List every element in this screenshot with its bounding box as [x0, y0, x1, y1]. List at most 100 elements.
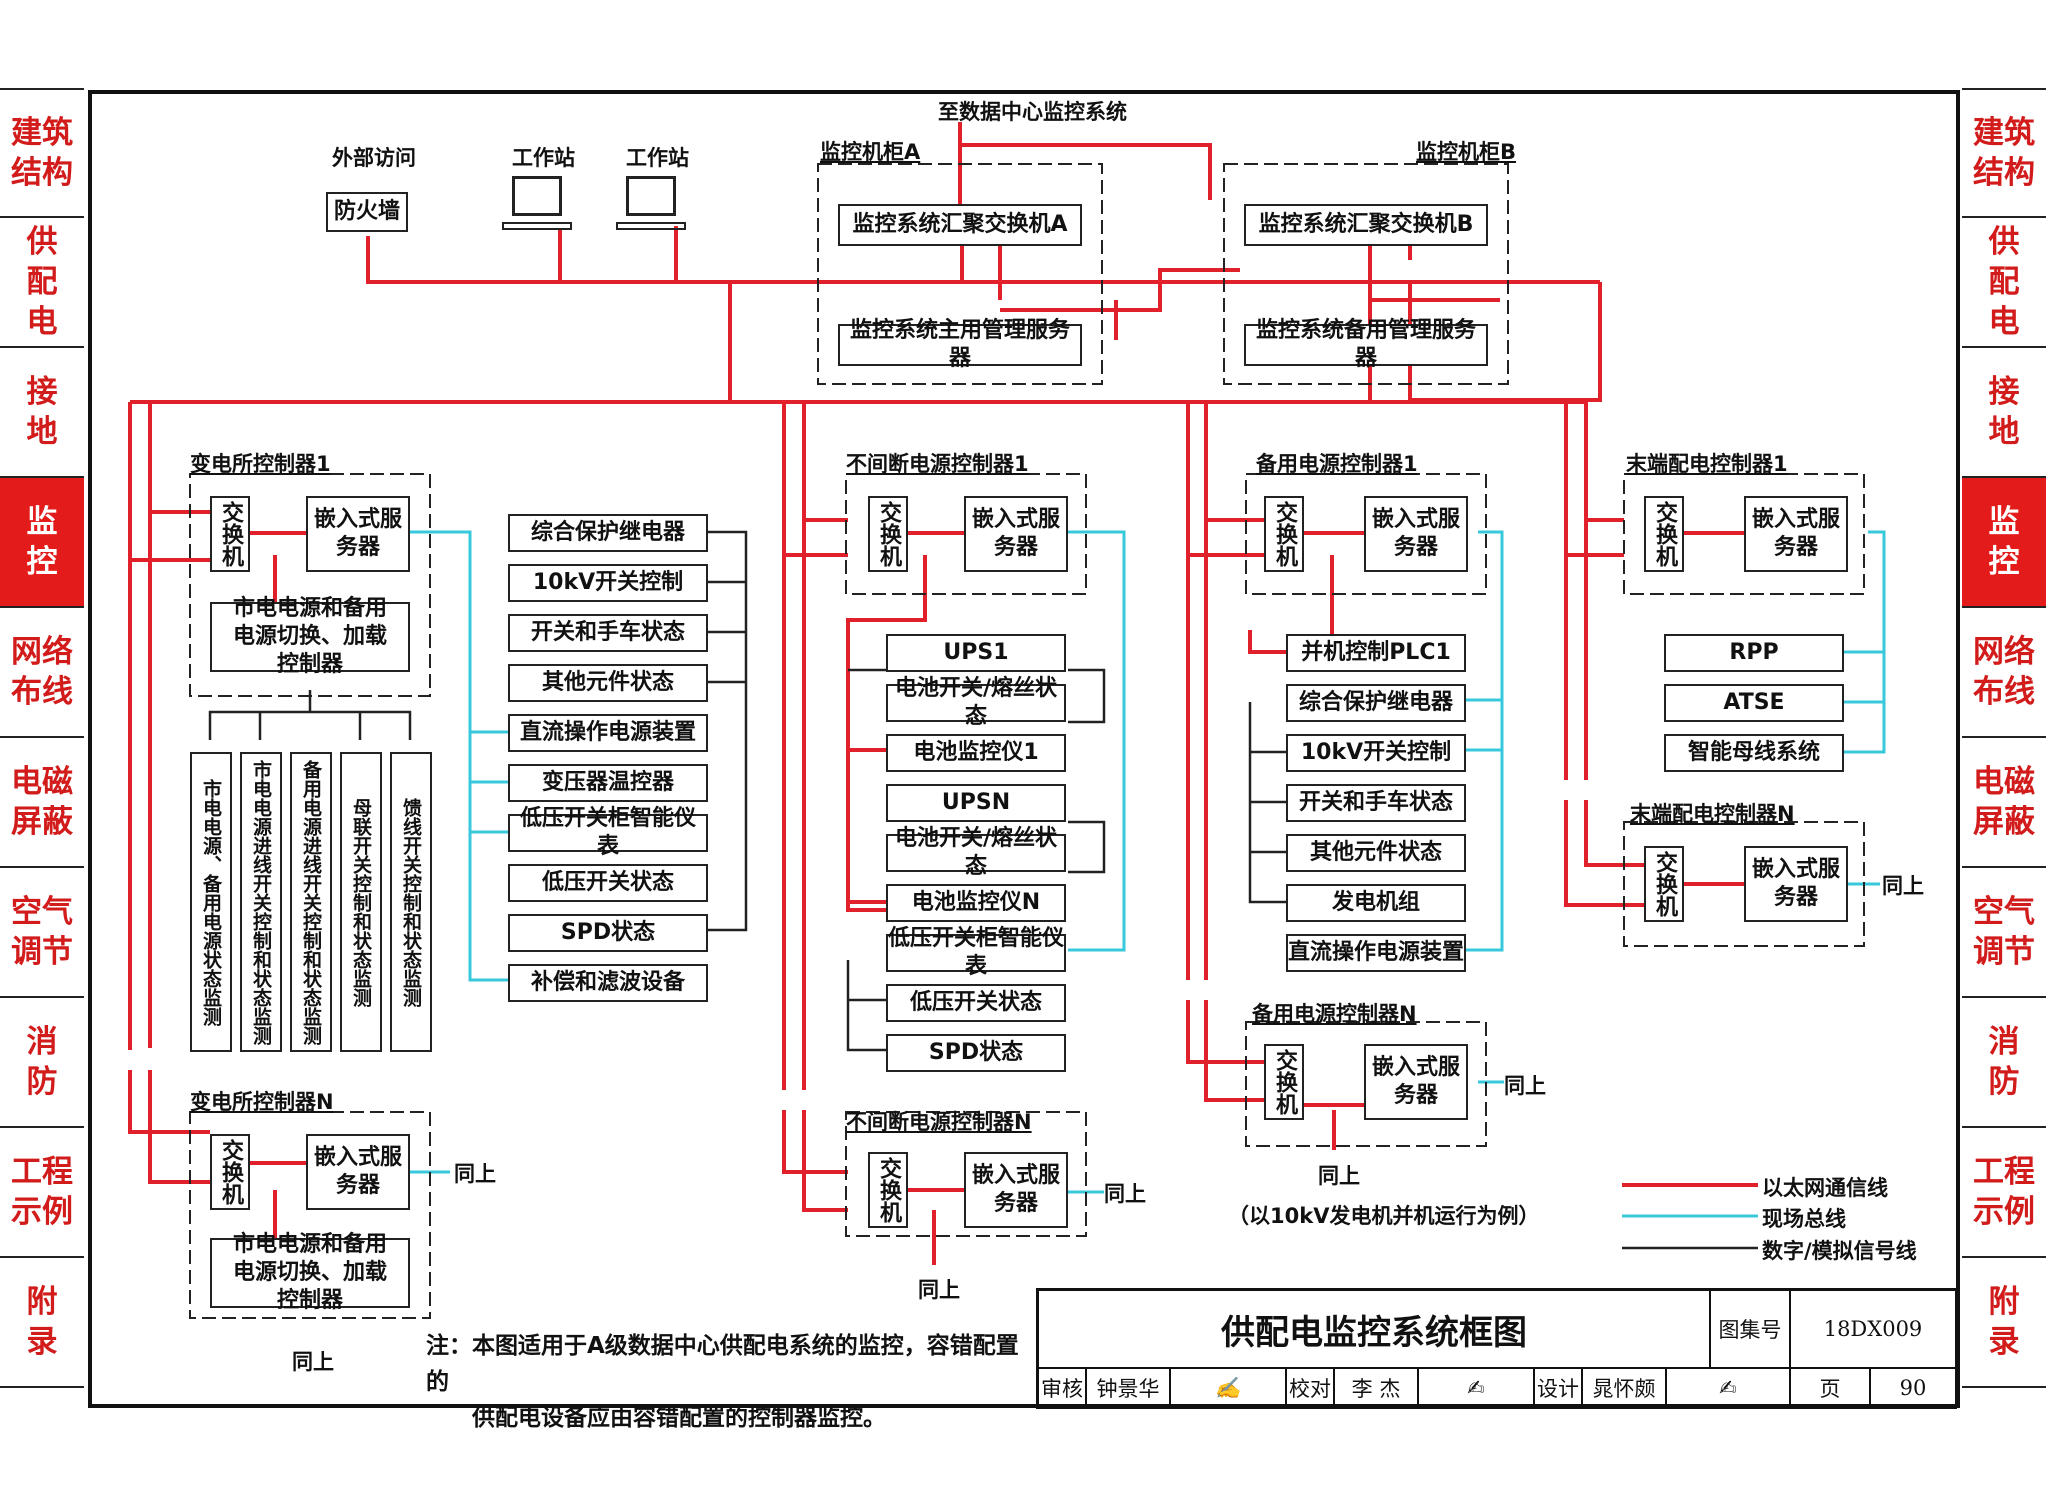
- workstation2-label: 工作站: [626, 146, 689, 170]
- embedded-server-box: 嵌入式服务器: [1744, 496, 1848, 572]
- ups-device-item: 低压开关柜智能仪表: [886, 926, 1066, 979]
- backup-device-item: 发电机组: [1286, 884, 1466, 922]
- example-note-label: （以10kV发电机并机运行为例）: [1228, 1204, 1540, 1228]
- chapter-tab[interactable]: 消 防: [0, 998, 84, 1128]
- chapter-tab[interactable]: 接 地: [0, 348, 84, 478]
- design-label: 设计: [1535, 1369, 1583, 1409]
- chapter-tab[interactable]: 监 控: [1962, 478, 2046, 608]
- ups-device-item: UPS1: [886, 634, 1066, 672]
- workstation1-label: 工作站: [512, 146, 575, 170]
- switch-box: 交换机: [868, 1152, 908, 1228]
- legend-signal-label: 数字/模拟信号线: [1762, 1239, 1917, 1263]
- backup-device-item: 其他元件状态: [1286, 834, 1466, 872]
- substation-monitor-item: 馈线开关控制和状态监测: [390, 752, 432, 1052]
- footnote: 注：本图适用于A级数据中心供配电系统的监控，容错配置的 供配电设备应由容错配置的…: [426, 1328, 1026, 1436]
- chapter-tab[interactable]: 供 配 电: [1962, 218, 2046, 348]
- switch-box: 交换机: [1264, 496, 1304, 572]
- ups-ctrl1-label: 不间断电源控制器1: [846, 452, 1029, 476]
- embedded-server-box: 嵌入式服务器: [1744, 846, 1848, 922]
- switch-box: 交换机: [210, 1134, 250, 1210]
- switch-b-box: 监控系统汇聚交换机B: [1244, 204, 1488, 246]
- chapter-tab[interactable]: 消 防: [1962, 998, 2046, 1128]
- embedded-server-box: 嵌入式服务器: [964, 1152, 1068, 1228]
- switch-box: 交换机: [1644, 846, 1684, 922]
- chapter-tab[interactable]: 空气 调节: [0, 868, 84, 998]
- chapter-tab[interactable]: 建筑 结构: [0, 88, 84, 218]
- substation-monitor-item: 母联开关控制和状态监测: [340, 752, 382, 1052]
- chapter-tab[interactable]: 监 控: [0, 478, 84, 608]
- terminal-device-item: RPP: [1664, 634, 1844, 672]
- reviewer-signature: ✍: [1171, 1369, 1287, 1409]
- switch-a-box: 监控系统汇聚交换机A: [838, 204, 1082, 246]
- switchover-controller-box: 市电电源和备用电源切换、加载控制器: [210, 596, 410, 677]
- same-as-above-label: 同上: [1882, 874, 1924, 898]
- chapter-tab[interactable]: 网络 布线: [1962, 608, 2046, 738]
- ups-device-item: 低压开关状态: [886, 984, 1066, 1022]
- to-datacenter-label: 至数据中心监控系统: [938, 100, 1127, 124]
- cabinet-a-label: 监控机柜A: [820, 140, 921, 164]
- embedded-server-box: 嵌入式服务器: [306, 496, 410, 572]
- chapter-tab[interactable]: 接 地: [1962, 348, 2046, 478]
- chapter-tab[interactable]: 附 录: [1962, 1258, 2046, 1388]
- page-number: 90: [1871, 1369, 1957, 1409]
- ups-device-item: 电池监控仪N: [886, 884, 1066, 922]
- external-access-label: 外部访问: [332, 146, 416, 170]
- terminal-ctrlN-label: 末端配电控制器N: [1630, 802, 1795, 826]
- atlas-number: 18DX009: [1791, 1291, 1957, 1369]
- check-label: 校对: [1287, 1369, 1335, 1409]
- chapter-tab[interactable]: 网络 布线: [0, 608, 84, 738]
- chapter-tab[interactable]: 工程 示例: [1962, 1128, 2046, 1258]
- atlas-label: 图集号: [1711, 1291, 1791, 1369]
- switchover-controller-box: 市电电源和备用电源切换、加载控制器: [210, 1232, 410, 1313]
- chapter-tab[interactable]: 供 配 电: [0, 218, 84, 348]
- substation-monitor-item: 市电电源进线开关控制和状态监测: [240, 752, 282, 1052]
- chapter-tab[interactable]: 工程 示例: [0, 1128, 84, 1258]
- substation-device-item: 开关和手车状态: [508, 614, 708, 652]
- substation-device-item: 直流操作电源装置: [508, 714, 708, 752]
- review-label: 审核: [1039, 1369, 1087, 1409]
- embedded-server-box: 嵌入式服务器: [964, 496, 1068, 572]
- same-as-above-label: 同上: [1504, 1074, 1546, 1098]
- legend-lines: [1622, 1183, 1758, 1250]
- chapter-tab[interactable]: 电磁 屏蔽: [0, 738, 84, 868]
- same-as-above-label: 同上: [1104, 1182, 1146, 1206]
- substation-device-item: 10kV开关控制: [508, 564, 708, 602]
- drawing-frame: [88, 90, 1960, 1408]
- chapter-tab[interactable]: 附 录: [0, 1258, 84, 1388]
- chapter-tab[interactable]: 电磁 屏蔽: [1962, 738, 2046, 868]
- switch-box: 交换机: [1644, 496, 1684, 572]
- left-chapter-tabs: 建筑 结构供 配 电接 地监 控网络 布线电磁 屏蔽空气 调节消 防工程 示例附…: [0, 88, 84, 1388]
- reviewer-name: 钟景华: [1087, 1369, 1171, 1409]
- ups-device-item: UPSN: [886, 784, 1066, 822]
- same-as-above-label: 同上: [292, 1350, 334, 1374]
- title-block: 供配电监控系统框图 图集号 18DX009 审核 钟景华 ✍ 校对 李 杰 ✍ …: [1036, 1288, 1959, 1409]
- substation-device-item: 综合保护继电器: [508, 514, 708, 552]
- chapter-tab[interactable]: 建筑 结构: [1962, 88, 2046, 218]
- drawing-title: 供配电监控系统框图: [1039, 1291, 1711, 1369]
- ups-ctrlN-label: 不间断电源控制器N: [846, 1110, 1032, 1134]
- checker-name: 李 杰: [1335, 1369, 1419, 1409]
- terminal-ctrl1-label: 末端配电控制器1: [1626, 452, 1788, 476]
- backup-device-item: 并机控制PLC1: [1286, 634, 1466, 672]
- checker-signature: ✍: [1419, 1369, 1535, 1409]
- same-as-above-label: 同上: [918, 1278, 960, 1302]
- switch-box: 交换机: [868, 496, 908, 572]
- legend-ethernet-label: 以太网通信线: [1762, 1176, 1888, 1200]
- signal-lines: [208, 530, 1286, 1300]
- ups-device-item: 电池开关/熔丝状态: [886, 826, 1066, 879]
- laptop-icon: [512, 176, 562, 216]
- substation-ctrlN-label: 变电所控制器N: [190, 1090, 334, 1114]
- laptop-base: [616, 222, 686, 230]
- backup-device-item: 10kV开关控制: [1286, 734, 1466, 772]
- substation-device-item: 补偿和滤波设备: [508, 964, 708, 1002]
- switch-box: 交换机: [210, 496, 250, 572]
- same-as-above-label: 同上: [454, 1162, 496, 1186]
- substation-monitor-item: 备用电源进线开关控制和状态监测: [290, 752, 332, 1052]
- ups-device-item: 电池监控仪1: [886, 734, 1066, 772]
- embedded-server-box: 嵌入式服务器: [306, 1134, 410, 1210]
- right-chapter-tabs: 建筑 结构供 配 电接 地监 控网络 布线电磁 屏蔽空气 调节消 防工程 示例附…: [1962, 88, 2046, 1388]
- backup-ctrl1-label: 备用电源控制器1: [1256, 452, 1418, 476]
- chapter-tab[interactable]: 空气 调节: [1962, 868, 2046, 998]
- laptop-base: [502, 222, 572, 230]
